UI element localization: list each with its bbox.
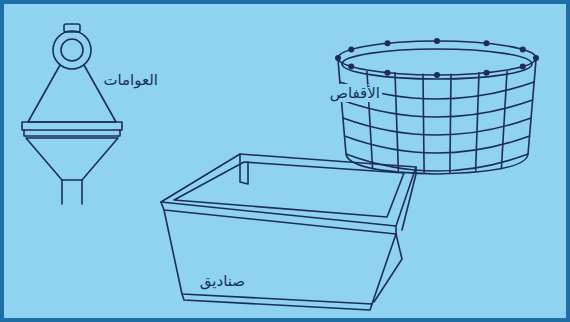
box-drawing <box>161 154 416 310</box>
part-label: العوامات <box>101 71 160 89</box>
cage-drawing <box>335 38 539 174</box>
illustration <box>4 4 570 322</box>
float-drawing <box>22 24 122 204</box>
part-label: صناديق <box>198 272 247 290</box>
part-label: الأقفاص <box>328 84 382 102</box>
